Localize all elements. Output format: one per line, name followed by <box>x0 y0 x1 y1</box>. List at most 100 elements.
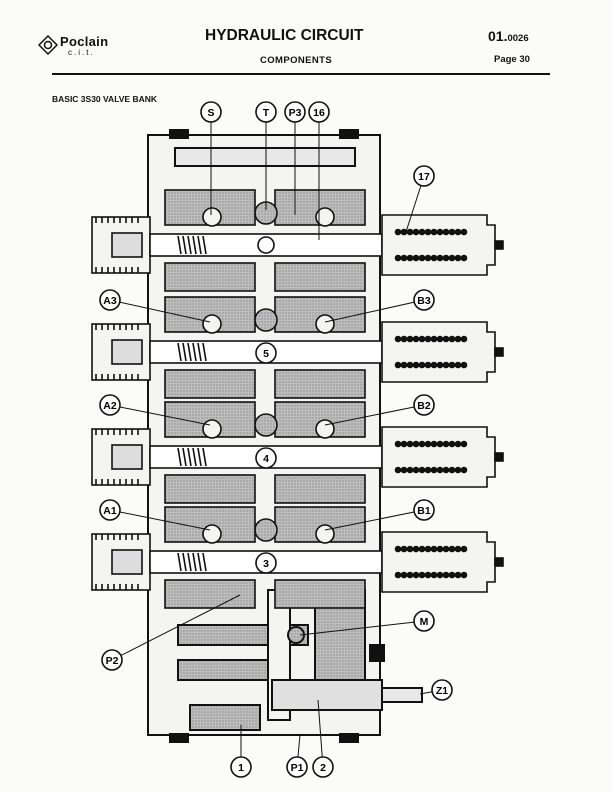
spring-coil <box>442 254 450 262</box>
callout-label: B3 <box>417 295 431 307</box>
spring-coil <box>436 228 444 236</box>
spring-coil <box>400 466 408 474</box>
callout-n17: 17 <box>404 165 435 236</box>
spring-coil <box>442 545 450 553</box>
spring-coil <box>448 466 456 474</box>
callout-p1: P1 <box>286 734 308 778</box>
spring-coil <box>406 571 414 579</box>
spring-coil <box>412 466 420 474</box>
spring-coil <box>412 228 420 236</box>
callout-n4: 4 <box>255 447 277 469</box>
spool-spring <box>182 235 187 255</box>
core <box>254 518 278 542</box>
header-divider <box>52 73 550 75</box>
spring-coil <box>412 254 420 262</box>
spring-coil <box>394 335 402 343</box>
spring-coil <box>400 571 408 579</box>
callout-circle <box>413 499 435 521</box>
spool-spring <box>187 552 192 572</box>
callout-label: T <box>263 107 270 119</box>
callout-a3: A3 <box>99 289 211 323</box>
spring-coil <box>418 254 426 262</box>
spool-spring <box>182 552 187 572</box>
spring-coil <box>394 361 402 369</box>
spring-coil <box>448 228 456 236</box>
callout-label: 5 <box>263 348 269 360</box>
spool-spring <box>177 235 182 255</box>
spring-coil <box>406 335 414 343</box>
core <box>254 413 278 437</box>
spring-coil <box>424 361 432 369</box>
port-hole <box>202 419 222 439</box>
callout-circle <box>255 342 277 364</box>
callout-b2: B2 <box>324 394 435 426</box>
spring-coil <box>430 545 438 553</box>
spring-coil <box>418 545 426 553</box>
spool-spring <box>202 342 207 362</box>
callout-label: P3 <box>289 107 302 119</box>
callout-label: M <box>420 616 429 628</box>
spring-coil <box>436 335 444 343</box>
callout-label: 1 <box>238 762 244 774</box>
spring-coil <box>418 228 426 236</box>
callout-t: T <box>255 101 277 210</box>
body-cavity <box>164 369 256 399</box>
spool-section <box>91 189 504 292</box>
callout-circle <box>99 394 121 416</box>
spring-coil <box>418 335 426 343</box>
spring-coil <box>454 361 462 369</box>
port-hole <box>202 524 222 544</box>
callout-label: Z1 <box>436 685 448 697</box>
spring-coil <box>454 466 462 474</box>
spring-coil <box>406 228 414 236</box>
spring-coil <box>442 440 450 448</box>
callout-label: P1 <box>291 762 304 774</box>
spring-coil <box>424 466 432 474</box>
spring-coil <box>448 335 456 343</box>
body-cavity <box>164 262 256 292</box>
spring-coil <box>406 466 414 474</box>
body-cavity <box>164 474 256 504</box>
callout-n5: 5 <box>255 342 277 364</box>
spring-coil <box>400 545 408 553</box>
callout-label: 2 <box>320 762 326 774</box>
spring-coil <box>400 361 408 369</box>
callout-m: M <box>299 610 435 636</box>
spring-coil <box>418 361 426 369</box>
spring-coil <box>412 335 420 343</box>
spool-spring <box>202 235 207 255</box>
callout-circle <box>312 756 334 778</box>
callout-label: 16 <box>313 107 325 119</box>
spring-coil <box>448 545 456 553</box>
callout-label: A3 <box>103 295 117 307</box>
spring-coil <box>436 361 444 369</box>
spring-coil <box>430 440 438 448</box>
spring-coil <box>418 440 426 448</box>
callout-circle <box>431 679 453 701</box>
spool-spring <box>187 447 192 467</box>
port-hole <box>202 314 222 334</box>
end-plug <box>494 347 504 357</box>
spring-coil <box>430 228 438 236</box>
logo-brand: Poclain <box>60 34 109 49</box>
spring-coil <box>460 254 468 262</box>
callout-n16: 16 <box>308 101 330 240</box>
spring-coil <box>418 466 426 474</box>
logo-sub: c.i.t. <box>68 48 95 57</box>
callout-circle <box>255 447 277 469</box>
callout-label: B2 <box>417 400 431 412</box>
callout-a2: A2 <box>99 394 211 426</box>
spool-spring <box>192 342 197 362</box>
spring-coil <box>394 254 402 262</box>
callout-circle <box>230 756 252 778</box>
spring-coil <box>460 335 468 343</box>
callout-circle <box>200 101 222 123</box>
callout-label: A2 <box>103 400 117 412</box>
spring-coil <box>454 335 462 343</box>
callout-circle <box>255 101 277 123</box>
port-hole <box>315 419 335 439</box>
body-cavity <box>274 262 366 292</box>
spring-coil <box>418 571 426 579</box>
spring-coil <box>442 361 450 369</box>
